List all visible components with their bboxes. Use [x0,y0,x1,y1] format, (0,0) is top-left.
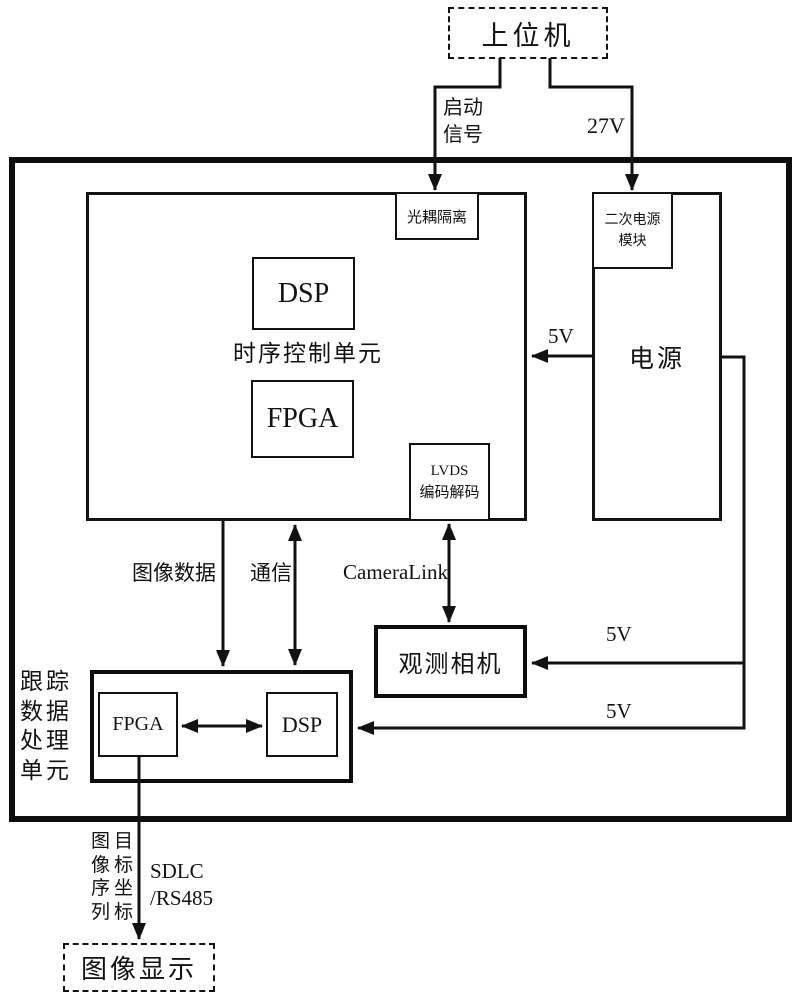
image-data-label: 图像数据 [132,561,216,585]
timing-fpga-box: FPGA [251,380,354,458]
tracking-unit-title: 跟踪 数据 处理 单元 [20,669,72,783]
timing-dsp-box: DSP [252,257,355,330]
5v-camera-label: 5V [606,622,632,646]
tracking-dsp-label: DSP [281,711,323,737]
5v-timing-label: 5V [548,324,574,348]
serial-protocol-label: SDLC /RS485 [150,859,214,910]
tracking-dsp-box: DSP [266,692,338,757]
timing-fpga-label: FPGA [266,403,339,434]
5v-tracking-label: 5V [606,699,632,723]
image-display-label: 图像显示 [80,955,197,984]
27v-label: 27V [587,113,625,138]
cameralink-label: CameraLink [343,560,448,584]
tracking-unit-box [90,670,353,783]
host-computer-box: 上位机 [448,7,608,59]
comm-label: 通信 [250,561,292,585]
enclosure-box [9,157,792,822]
start-signal-label: 启动 信号 [443,97,483,146]
opto-isolation-label: 光耦隔离 [406,209,467,226]
timing-unit-title: 时序控制单元 [233,341,383,366]
observation-camera-box: 观测相机 [374,625,527,698]
power-label: 电源 [628,345,685,373]
target-coord-label: 目 标 坐 标 [114,831,134,923]
secondary-power-label: 二次电源 模块 [604,212,661,249]
image-sequence-label: 图 像 序 列 [91,831,111,923]
image-display-box: 图像显示 [63,943,215,992]
timing-dsp-label: DSP [277,277,330,309]
tracking-fpga-label: FPGA [112,713,164,735]
host-computer-label: 上位机 [481,20,575,51]
observation-camera-label: 观测相机 [398,652,503,678]
secondary-power-box: 二次电源 模块 [592,192,673,269]
opto-isolation-box: 光耦隔离 [395,192,479,240]
lvds-codec-label: LVDS 编码解码 [419,462,480,502]
lvds-codec-box: LVDS 编码解码 [409,443,490,521]
tracking-fpga-box: FPGA [98,692,178,757]
